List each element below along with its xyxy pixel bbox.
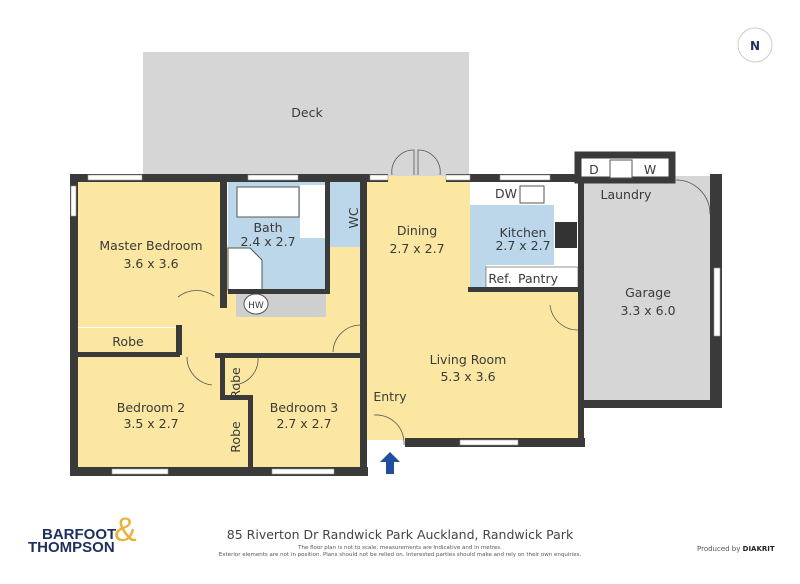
ref-label: Ref. [488,271,511,286]
dw-label: DW [495,186,517,201]
bath-tub [236,186,300,218]
garage [580,176,716,408]
pantry-label: Pantry [518,271,559,286]
producer-name: DIAKRIT [742,545,775,553]
produced-by: Produced by DIAKRIT [697,545,775,553]
vanity [300,185,325,238]
master-bedroom-label: Master Bedroom [99,238,202,253]
logo-line-1: BARFOOT [42,526,117,543]
washer-label: W [644,162,656,177]
windows [70,174,721,475]
dining-size: 2.7 x 2.7 [389,241,444,256]
logo-ampersand: & [114,511,137,549]
bedroom-3 [252,357,360,467]
compass: N [737,27,773,63]
kitchen [470,265,486,291]
bedroom-2-size: 3.5 x 2.7 [123,416,178,431]
bath-size: 2.4 x 2.7 [240,234,295,249]
bedroom-3-label: Bedroom 3 [270,400,338,415]
dining-label: Dining [397,223,437,238]
sink [519,185,545,204]
master-bedroom-size: 3.6 x 3.6 [123,256,178,271]
dryer-label: D [589,162,599,177]
wc [329,182,360,247]
kitchen [470,205,554,265]
entry-label: Entry [373,389,407,404]
deck-label: Deck [291,105,323,120]
disclaimer-line-2: Exterior elements are not in position. P… [218,552,582,558]
kitchen-size: 2.7 x 2.7 [495,238,550,253]
hw-label: HW [248,301,264,311]
entry-arrow-icon [380,452,400,474]
robe-master-label: Robe [112,334,144,349]
bedroom-3-size: 2.7 x 2.7 [276,416,331,431]
robe-upper-label: Robe [228,367,243,399]
doors [177,149,711,446]
robe-master [78,328,180,355]
bath-label: Bath [253,220,282,235]
logo-line-2: THOMPSON [28,539,115,556]
deck [143,52,469,176]
wc-label: WC [346,207,361,228]
living-room-label: Living Room [430,352,507,367]
laundry-label: Laundry [601,187,653,202]
robe-lower-label: Robe [228,421,243,453]
produced-by-label: Produced by [697,545,741,553]
laundry-tub [609,159,633,179]
garage-label: Garage [625,285,671,300]
cooktop [555,222,577,248]
compass-north-label: N [750,39,760,53]
bedroom-2-label: Bedroom 2 [117,400,185,415]
garage-size: 3.3 x 6.0 [620,303,675,318]
property-address: 85 Riverton Dr Randwick Park Auckland, R… [226,527,574,542]
barfoot-thompson-logo: BARFOOT THOMPSON & [28,513,137,556]
floor-plan: N Deck Master Bedroom 3.6 x 3.6 Bath 2.4… [70,27,773,476]
shower [227,247,263,291]
robe-bed2 [222,357,252,467]
disclaimer-line-1: The floor plan is not to scale; measurem… [298,545,502,551]
living-room-size: 5.3 x 3.6 [440,369,495,384]
kitchen-label: Kitchen [500,225,547,240]
bedroom-2 [78,357,222,467]
